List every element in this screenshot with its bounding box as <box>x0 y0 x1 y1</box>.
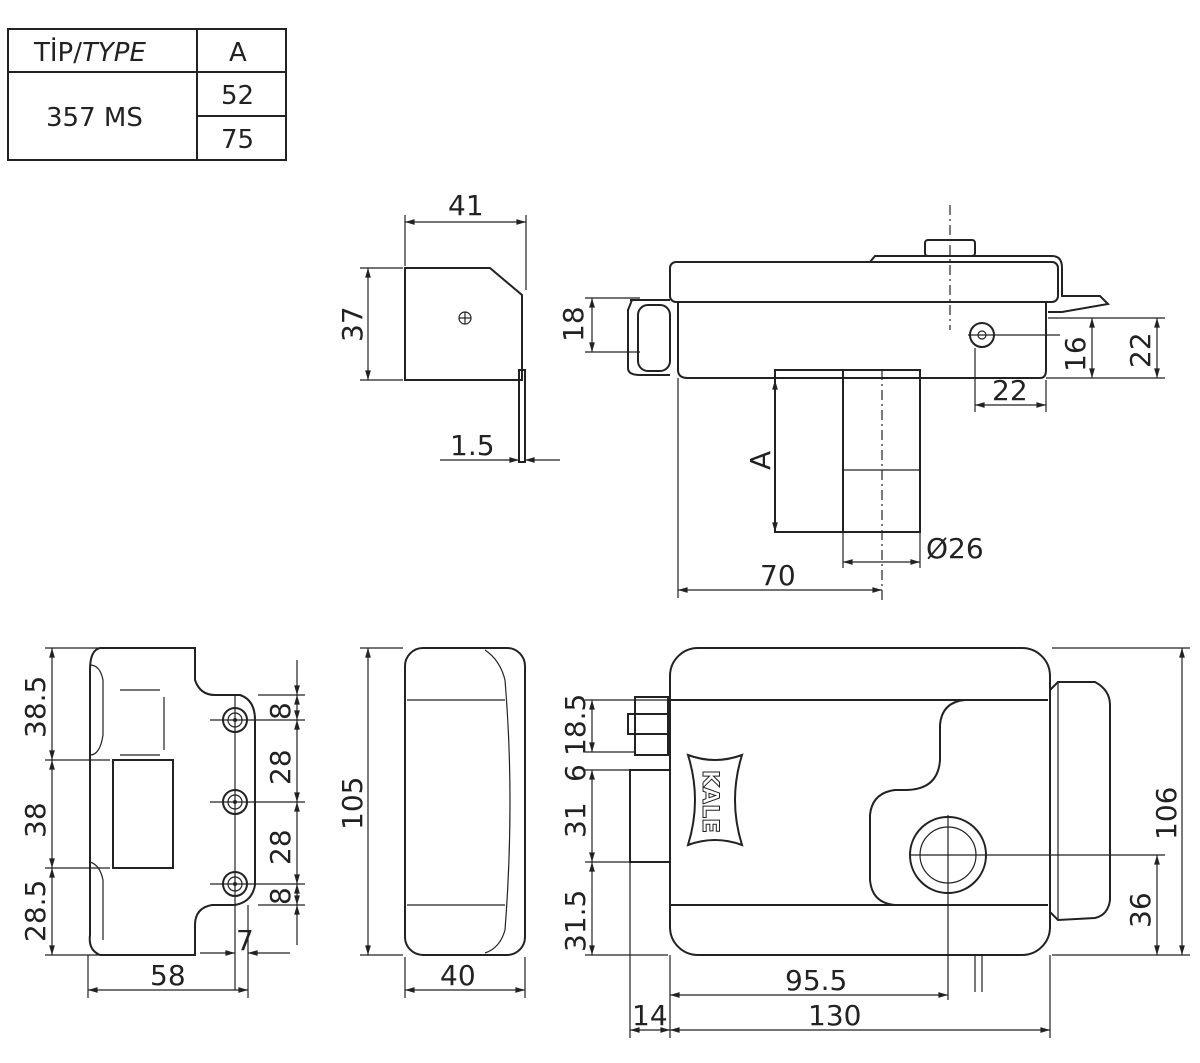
dim-plate-7: 7 <box>236 924 254 957</box>
dim-top-16: 16 <box>1059 336 1092 372</box>
dim-edge-40: 40 <box>440 959 476 992</box>
strike-plate-view: 38.5 38 28.5 8 28 28 8 7 58 <box>19 647 305 998</box>
dim-front-6: 6 <box>559 764 592 782</box>
svg-text:KALE: KALE <box>697 770 722 833</box>
dim-plate-8-top: 8 <box>264 702 297 720</box>
table-header-a: A <box>229 38 247 68</box>
table-a-value: 52 <box>221 81 254 111</box>
dim-bolt-a: A <box>744 451 777 470</box>
dim-top-18: 18 <box>557 306 590 342</box>
dim-side-height: 37 <box>336 306 369 342</box>
top-view: 18 16 22 22 A Ø26 70 <box>557 205 1165 600</box>
dim-top-22-vertical: 22 <box>1124 332 1157 368</box>
dim-front-14: 14 <box>632 999 668 1032</box>
front-view: KALE 18.5 6 31 31.5 106 36 95.5 130 14 <box>559 647 1190 1038</box>
dim-plate-38: 38 <box>19 802 52 838</box>
dim-front-130: 130 <box>808 999 861 1032</box>
dim-side-width: 41 <box>448 189 484 222</box>
table-a-value: 75 <box>221 125 254 155</box>
side-view: 41 37 1.5 <box>336 189 560 463</box>
dim-bolt-diameter: Ø26 <box>926 532 984 565</box>
dim-front-18-5: 18.5 <box>559 694 592 756</box>
dim-plate-28-5: 28.5 <box>19 880 52 942</box>
dim-edge-105: 105 <box>336 777 369 830</box>
table-header-type: TİP/TYPE <box>33 36 146 68</box>
dim-plate-28-top: 28 <box>264 749 297 785</box>
dim-plate-38-5: 38.5 <box>19 676 52 738</box>
table-model: 357 MS <box>46 103 143 133</box>
dim-plate-58: 58 <box>150 959 186 992</box>
dim-front-36: 36 <box>1124 892 1157 928</box>
dim-pin-thickness: 1.5 <box>450 429 495 462</box>
dim-plate-28-bottom: 28 <box>264 829 297 865</box>
dim-front-106: 106 <box>1150 787 1183 840</box>
dim-front-31-5: 31.5 <box>559 890 592 952</box>
kale-logo: KALE <box>686 753 744 847</box>
dim-front-95-5: 95.5 <box>785 964 847 997</box>
dim-plate-8-bottom: 8 <box>264 887 297 905</box>
dim-front-31: 31 <box>559 802 592 838</box>
edge-view: 105 40 <box>336 647 526 998</box>
type-table: TİP/TYPE A 357 MS 52 75 <box>7 28 287 161</box>
dim-bolt-offset: 70 <box>760 559 796 592</box>
dim-top-22-horizontal: 22 <box>992 374 1028 407</box>
